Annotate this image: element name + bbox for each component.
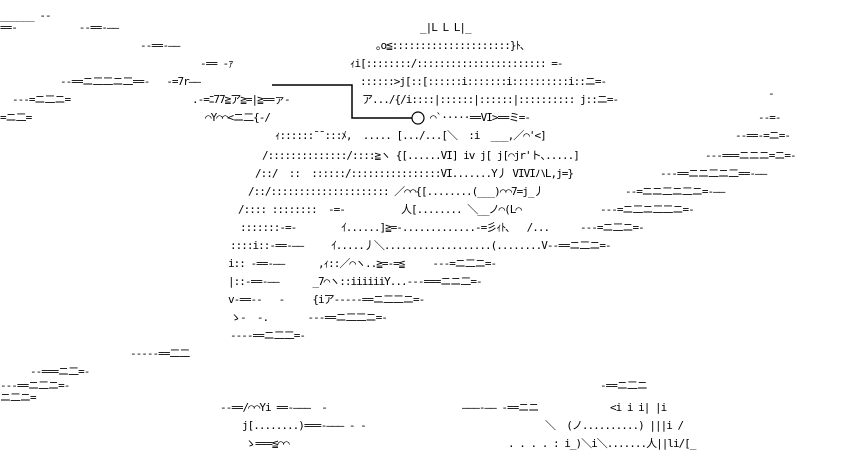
- art-line: ---==ニ二ニ=-: [0, 379, 70, 392]
- art-line: ゝ- -. ---==ニ二二ニ=-: [230, 311, 388, 324]
- art-line: ::::i::-==-—— ｲ.....丿＼..................…: [230, 239, 612, 252]
- art-line: v-==-- - {iア-----==ニ二二ニ=-: [228, 293, 425, 306]
- art-line: --===ニ二=-: [30, 365, 90, 378]
- art-line: /:::: :::::::: -=- 人[........ ＼__ノ⌒(L⌒: [238, 203, 522, 216]
- art-line: ｡o≦:::::::::::::::::::::}ﾄ､: [376, 39, 525, 52]
- art-line: j[........)===-——— - -: [242, 419, 367, 432]
- art-line: <i i i| |i: [610, 401, 667, 414]
- art-line: ---=ニ二ニ=-: [580, 221, 645, 234]
- art-line: i:: -==-—— ,ｨ::／⌒ヽ..≧=-=≦ ---=ニ二ニ=-: [228, 257, 497, 270]
- art-line: /::::::::::::::/::::≧ヽ {[......VI] iv j[…: [262, 149, 580, 162]
- art-line: ———-—— -==ニニ: [462, 401, 539, 414]
- art-line: -----==二二: [130, 347, 190, 360]
- art-line: ｨi[::::::::/::::::::::::::::::::::: =-: [350, 57, 564, 70]
- art-line: .-=ﾆ77≧ア≧=|≧==ァ-: [192, 93, 291, 106]
- art-line: =ニ二=: [0, 111, 32, 124]
- art-line: -== -ｧ: [200, 57, 234, 70]
- art-line: ---=ニ二ニ=: [12, 93, 71, 106]
- art-line: _|L L L|_: [420, 21, 472, 34]
- art-line: ＼ (ノ..........) |||i /: [545, 419, 684, 432]
- art-line: --==ニ二二ニ二==- -=7r——: [60, 75, 201, 88]
- art-line: -: [768, 87, 775, 100]
- art-line: ---=ニ二ニ二二ニ=-: [600, 203, 695, 216]
- art-line: -==ニ二ニ: [600, 379, 648, 392]
- art-line: ---===ニニニ=ニ=-: [705, 149, 797, 162]
- art-line: :::::::-=- ｲ......]≧=-.............-=彡ｨﾄ…: [240, 221, 550, 234]
- art-line: --==/⌒⌒Yi ==-——— -: [220, 401, 328, 414]
- art-line: ==- --==-——: [0, 21, 119, 34]
- art-line: ア.../{/i::::|::::::|::::::|:::::::::: j:…: [362, 93, 619, 106]
- art-line: ---==ニニ二ニ二==-——: [660, 167, 767, 180]
- art-line: ______ --: [0, 9, 52, 22]
- art-line: /::/ :: ::::::/::::::::::::::::VI.......…: [255, 167, 574, 180]
- art-line: ::::::>j[::[::::::i:::::::i::::::::::i::…: [360, 75, 607, 88]
- art-line: --==-——: [140, 39, 180, 52]
- art-line: ⌒`·····==VI>==ミ=-: [430, 111, 531, 124]
- art-line: ニ二ニ=: [0, 391, 37, 404]
- art-line: |::-==-—— _7⌒ヽ::iiiiiiY...---===ニニ二=-: [228, 275, 483, 288]
- art-line: --==-=ニ=-: [735, 129, 791, 142]
- art-line: . . . . : i_)＼i＼.......人||li/[_: [508, 437, 696, 450]
- art-line: /::/::::::::::::::::::::: ／⌒⌒{[........(…: [248, 185, 545, 198]
- art-line: ｨ::::::¯¯:::ﾒ, ..... [.../...[＼ :i ___,／…: [275, 129, 547, 142]
- art-line: ⌒Y⌒⌒<ニ二{-/: [205, 111, 271, 124]
- art-line: --=-: [758, 111, 781, 124]
- art-line: ----==ニ二二=-: [230, 329, 306, 342]
- art-line: --=ニニ二ニ二ニ=-——: [625, 185, 725, 198]
- art-line: ゝ===≦⌒⌒: [245, 437, 290, 450]
